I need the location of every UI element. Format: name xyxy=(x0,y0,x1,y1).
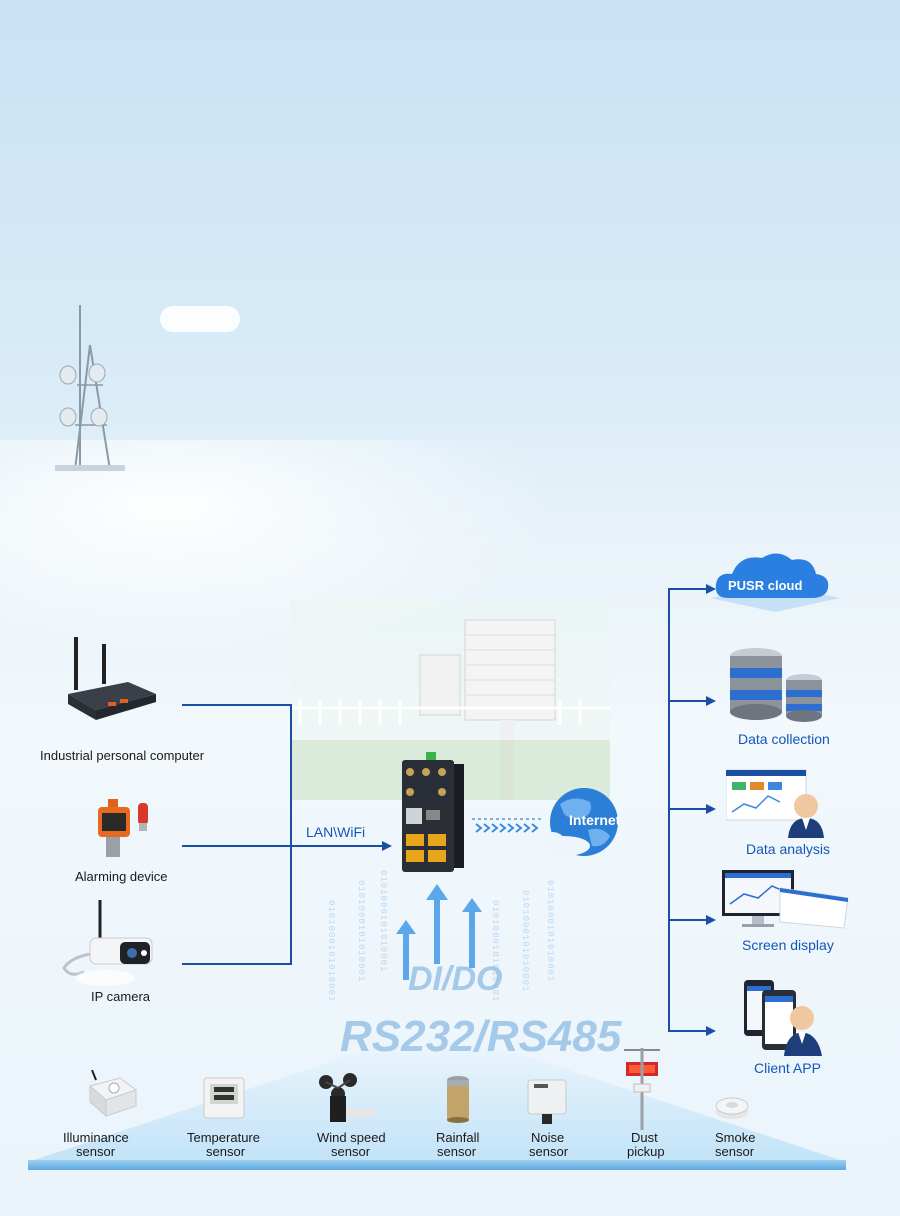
io-label-dido: DI/DO xyxy=(408,960,503,998)
connector-line-alarm xyxy=(182,845,382,847)
connector-line-collection xyxy=(668,700,708,702)
output-label-screen-display: Screen display xyxy=(742,937,834,953)
internet-label: Internet xyxy=(569,812,621,828)
binary-stream-5: 0101000101010001 xyxy=(520,890,530,993)
sensor-label-temperature-line1: Temperature xyxy=(187,1130,260,1145)
noise-sensor-icon xyxy=(527,1079,567,1124)
up-arrow-icon-2 xyxy=(426,884,448,964)
smoke-sensor-icon xyxy=(715,1097,749,1119)
dust-pickup-icon xyxy=(624,1048,660,1130)
communication-tower-icon xyxy=(55,305,125,471)
sensor-label-wind-speed-line2: sensor xyxy=(331,1144,371,1159)
binary-stream-3: 0101000101010001 xyxy=(378,870,388,973)
connector-line-display xyxy=(668,919,708,921)
pusr-cloud-icon xyxy=(710,553,840,612)
connector-arrow-app xyxy=(706,1026,716,1036)
connector-line-vertical-left xyxy=(290,704,292,965)
data-analysis-icon xyxy=(726,769,824,838)
binary-stream-6: 0101000101010001 xyxy=(545,880,555,983)
output-label-client-app: Client APP xyxy=(754,1060,821,1076)
connector-arrow-cloud xyxy=(706,584,716,594)
sensor-label-rainfall-line2: sensor xyxy=(437,1144,477,1159)
industrial-computer-icon xyxy=(68,637,156,720)
sensor-label-dust-line2: pickup xyxy=(627,1144,665,1159)
rainfall-sensor-icon xyxy=(447,1076,469,1123)
sensor-label-illuminance-line2: sensor xyxy=(76,1144,116,1159)
connector-line-camera xyxy=(182,963,292,965)
sensor-label-temperature-line2: sensor xyxy=(206,1144,246,1159)
router-device-icon xyxy=(402,752,464,872)
sensor-label-dust-line1: Dust xyxy=(631,1130,658,1145)
chevron-arrows-icon xyxy=(472,818,542,833)
link-label: LAN\WiFi xyxy=(306,824,366,840)
connector-line-cloud xyxy=(668,588,708,590)
cloud-label: PUSR cloud xyxy=(728,578,803,593)
sky-cloud xyxy=(160,306,240,332)
connector-arrow-collection xyxy=(706,696,716,706)
binary-stream-2: 0101000101010001 xyxy=(356,880,366,983)
connector-line-app xyxy=(668,1030,708,1032)
output-label-data-collection: Data collection xyxy=(738,731,830,747)
alarm-device-icon xyxy=(98,799,148,857)
database-icon xyxy=(730,648,822,722)
sensor-label-smoke-line2: sensor xyxy=(715,1144,755,1159)
client-app-icon xyxy=(744,980,822,1056)
connector-line-vertical-right xyxy=(668,588,670,1032)
screen-display-icon xyxy=(722,870,849,929)
binary-stream-4: 0101000101010001 xyxy=(490,900,500,1003)
sensor-label-noise-line1: Noise xyxy=(531,1130,565,1145)
up-arrow-icon-1 xyxy=(396,920,416,980)
sensor-label-smoke-line1: Smoke xyxy=(715,1130,756,1145)
temperature-sensor-icon xyxy=(203,1077,245,1119)
ip-camera-icon xyxy=(62,900,153,986)
binary-stream-1: 0101000101010001 xyxy=(326,900,336,1003)
internet-globe-icon xyxy=(538,788,618,856)
device-label-industrial-computer: Industrial personal computer xyxy=(40,748,205,763)
illuminance-sensor-icon xyxy=(88,1070,138,1118)
connector-line-analysis xyxy=(668,808,708,810)
output-label-data-analysis: Data analysis xyxy=(746,841,831,857)
connector-arrow-router xyxy=(382,841,392,851)
connector-arrow-display xyxy=(706,915,716,925)
sensor-label-noise-line2: sensor xyxy=(529,1144,569,1159)
device-label-ip-camera: IP camera xyxy=(91,989,151,1004)
sensor-label-illuminance-line1: Illuminance xyxy=(63,1130,129,1145)
connector-line-computer xyxy=(182,704,292,706)
sensor-platform xyxy=(28,1160,846,1170)
connector-arrow-analysis xyxy=(706,804,716,814)
wind-speed-sensor-icon xyxy=(319,1073,374,1122)
sensor-label-wind-speed-line1: Wind speed xyxy=(317,1130,386,1145)
sensor-label-rainfall-line1: Rainfall xyxy=(436,1130,480,1145)
up-arrow-icon-3 xyxy=(462,898,482,968)
device-label-alarming-device: Alarming device xyxy=(75,869,168,884)
